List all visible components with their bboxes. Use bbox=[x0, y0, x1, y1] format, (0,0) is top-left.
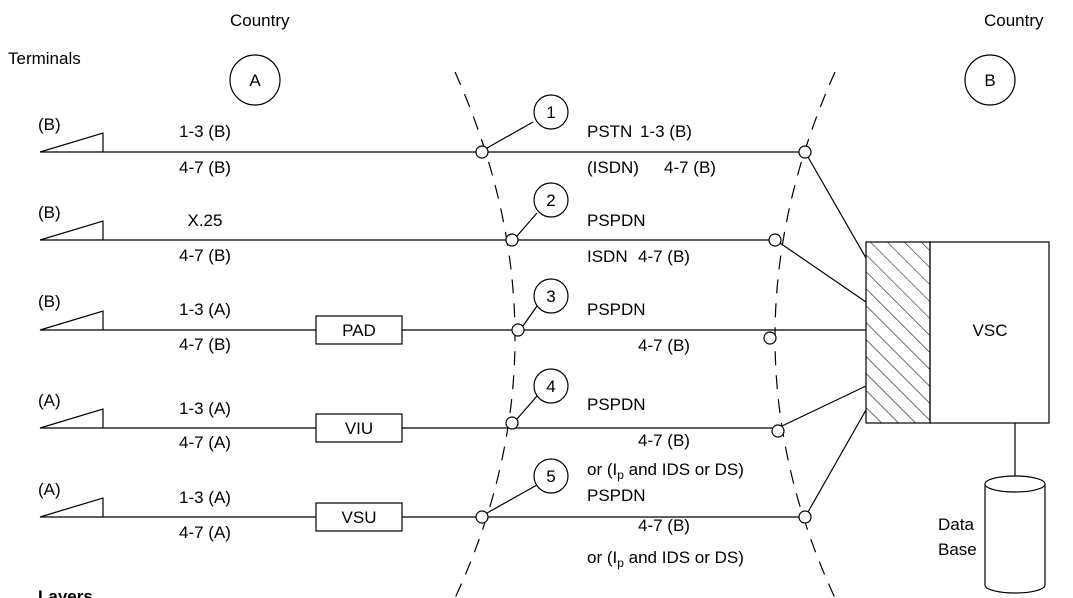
protocol-upper: 1-3 (A) bbox=[179, 399, 231, 418]
vsc-label: VSC bbox=[973, 321, 1008, 340]
network-lower: 4-7 (B) bbox=[638, 516, 690, 535]
protocol-lower: 4-7 (A) bbox=[179, 523, 231, 542]
node-left bbox=[475, 510, 489, 524]
node-right bbox=[763, 331, 777, 345]
terminal-label: (B) bbox=[38, 115, 61, 134]
country-left-label: Country bbox=[230, 11, 290, 30]
terminal-label: (A) bbox=[38, 480, 61, 499]
database-label-line1: Data bbox=[938, 515, 974, 534]
callout-line bbox=[486, 484, 538, 514]
terminal-label: (B) bbox=[38, 292, 61, 311]
row-2: (B) X.25 4-7 (B) 2 PSPDN ISDN 4-7 (B) bbox=[38, 182, 782, 266]
country-b-circle bbox=[964, 54, 1016, 106]
row-4: (A) VIU 1-3 (A) 4-7 (A) 4 PSPDN 4-7 (B) … bbox=[38, 368, 785, 482]
node-left bbox=[475, 145, 489, 159]
network-lower: 4-7 (B) bbox=[664, 158, 716, 177]
network-upper: PSTN bbox=[587, 122, 632, 141]
link-row1-vsc bbox=[807, 156, 867, 259]
callout-number: 3 bbox=[546, 287, 555, 306]
callout-circle bbox=[533, 368, 569, 404]
country-right-label: Country bbox=[984, 11, 1044, 30]
network-upper: PSPDN bbox=[587, 486, 646, 505]
terminals-label: Terminals bbox=[8, 49, 81, 68]
terminal-label: (B) bbox=[38, 203, 61, 222]
network-upper-layers: 1-3 (B) bbox=[640, 122, 692, 141]
viu-label: VIU bbox=[345, 419, 373, 438]
network-upper: PSPDN bbox=[587, 395, 646, 414]
country-a-circle bbox=[229, 54, 281, 106]
callout-number: 1 bbox=[546, 103, 555, 122]
callout-number: 2 bbox=[546, 191, 555, 210]
network-upper: PSPDN bbox=[587, 300, 646, 319]
database-icon bbox=[984, 484, 1046, 594]
country-a-label: A bbox=[249, 71, 261, 90]
vsc-hatched-interface bbox=[865, 241, 931, 424]
pad-box bbox=[315, 315, 403, 345]
network-lower: 4-7 (B) bbox=[638, 431, 690, 450]
network-lower: 4-7 (B) bbox=[638, 336, 690, 355]
callout-line bbox=[486, 121, 534, 149]
network-extra: or (Ip and IDS or DS) bbox=[587, 460, 744, 482]
callout-circle bbox=[533, 458, 569, 494]
layers-label: Layers bbox=[38, 587, 93, 598]
row-3: (B) PAD 1-3 (A) 4-7 (B) 3 PSPDN 4-7 (B) bbox=[38, 278, 866, 355]
callout-line bbox=[522, 305, 538, 327]
protocol-upper: 1-3 (A) bbox=[179, 488, 231, 507]
database-top bbox=[984, 475, 1046, 493]
protocol-upper: X.25 bbox=[188, 211, 223, 230]
vsu-box bbox=[315, 502, 403, 532]
network-lower-alt: (ISDN) bbox=[587, 158, 639, 177]
link-row5-vsc bbox=[807, 409, 867, 513]
protocol-upper: 1-3 (B) bbox=[179, 122, 231, 141]
protocol-lower: 4-7 (B) bbox=[179, 335, 231, 354]
callout-line bbox=[516, 212, 538, 237]
node-right bbox=[771, 424, 785, 438]
callout-number: 5 bbox=[546, 467, 555, 486]
node-left bbox=[505, 233, 519, 247]
terminal-icon bbox=[39, 220, 104, 241]
protocol-lower: 4-7 (B) bbox=[179, 158, 231, 177]
node-left bbox=[505, 416, 519, 430]
viu-box bbox=[315, 413, 403, 443]
terminal-icon bbox=[39, 497, 104, 518]
callout-line bbox=[516, 395, 538, 420]
database-label-line2: Base bbox=[938, 540, 977, 559]
country-b-label: B bbox=[984, 71, 995, 90]
link-row2-vsc bbox=[779, 242, 867, 303]
vsc-box bbox=[929, 241, 1050, 424]
link-row4-vsc bbox=[781, 385, 867, 427]
terminal-icon bbox=[39, 310, 104, 331]
network-lower-alt: ISDN bbox=[587, 247, 628, 266]
pad-label: PAD bbox=[342, 321, 376, 340]
row-5: (A) VSU 1-3 (A) 4-7 (A) 5 PSPDN 4-7 (B) … bbox=[38, 458, 812, 570]
terminal-icon bbox=[39, 408, 104, 429]
terminal-icon bbox=[39, 132, 104, 153]
callout-circle bbox=[533, 182, 569, 218]
callout-circle bbox=[533, 94, 569, 130]
network-extra: or (Ip and IDS or DS) bbox=[587, 548, 744, 570]
node-right bbox=[768, 233, 782, 247]
network-lower: 4-7 (B) bbox=[638, 247, 690, 266]
terminal-label: (A) bbox=[38, 391, 61, 410]
protocol-upper: 1-3 (A) bbox=[179, 300, 231, 319]
node-left bbox=[511, 323, 525, 337]
node-right bbox=[798, 510, 812, 524]
network-upper: PSPDN bbox=[587, 211, 646, 230]
row-1: (B) 1-3 (B) 4-7 (B) 1 PSTN 1-3 (B) (ISDN… bbox=[38, 94, 812, 177]
callout-number: 4 bbox=[546, 377, 555, 396]
vsu-label: VSU bbox=[342, 508, 377, 527]
protocol-lower: 4-7 (A) bbox=[179, 433, 231, 452]
protocol-lower: 4-7 (B) bbox=[179, 246, 231, 265]
node-right bbox=[798, 145, 812, 159]
callout-circle bbox=[533, 278, 569, 314]
